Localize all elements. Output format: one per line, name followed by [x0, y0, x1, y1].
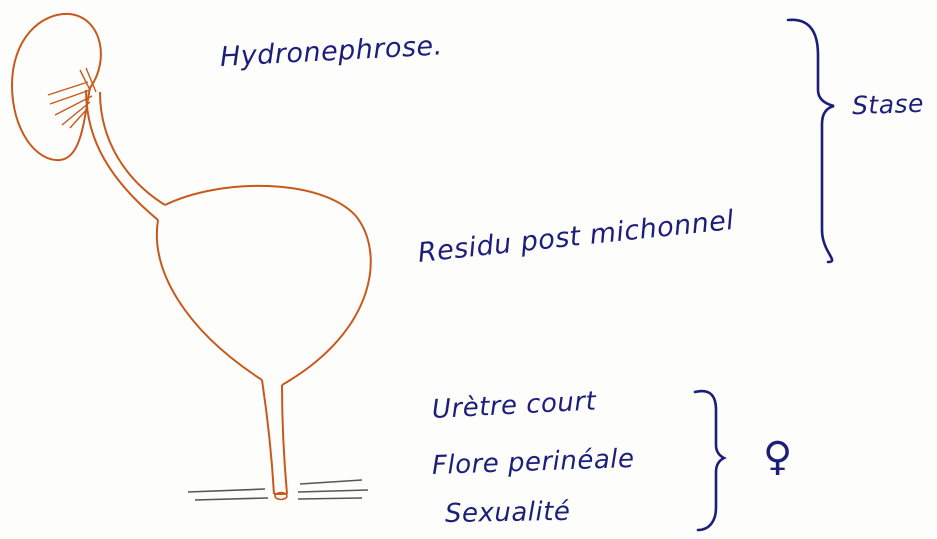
sexualite-label: Sexualité: [445, 497, 571, 529]
kidney: [12, 14, 101, 160]
ureter-left-edge: [86, 90, 158, 220]
female-symbol: ♀: [763, 434, 793, 480]
female-factors-brace: [695, 391, 724, 530]
stase-label: Stase: [852, 89, 925, 120]
urethra: [262, 380, 287, 494]
perineum-strokes: [188, 480, 368, 500]
stase-brace: [788, 20, 834, 262]
bladder: [157, 186, 371, 385]
ureter-right-edge: [100, 92, 165, 205]
